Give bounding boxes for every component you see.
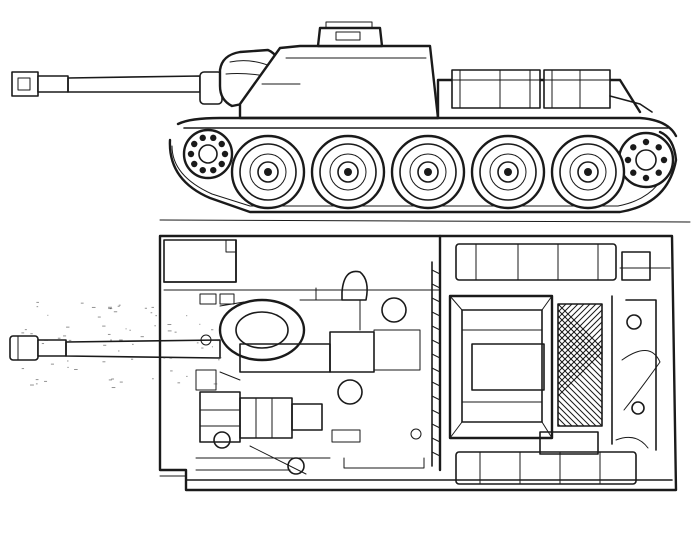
wheel-stud [187,150,195,158]
front-fittings [195,293,235,391]
fuel-tank-lower [455,451,637,485]
radiator [557,303,603,427]
wheel-stud [221,150,229,158]
wheel-stud [660,156,668,164]
road-wheels [230,134,626,210]
fuel-filler [381,297,407,323]
view-divider [159,219,691,223]
side-elevation-view [11,21,678,214]
idler-wheel [617,131,675,189]
gun-barrel-side [11,71,223,105]
front-fender-box [163,239,237,283]
wheel-stud [655,169,662,176]
wheel-stud [210,134,217,142]
print-noise [21,301,222,389]
wheel-stud [630,144,637,151]
wheel-stud [218,160,225,168]
road-wheel [310,134,386,210]
ammo-drum [337,379,363,405]
wheel-stud [210,166,217,174]
wheel-stud [191,160,198,168]
wheel-stud [218,140,225,148]
commander-cupola-side [316,26,384,48]
road-wheel [550,134,626,210]
gun-barrel-plan [9,335,221,361]
gunner-seat [341,270,368,301]
wheel-stud [199,134,206,142]
gun-breech-plan [218,287,421,381]
engine-block [448,294,554,440]
wheel-stud [624,156,632,164]
track-side [168,130,678,214]
road-wheel [470,134,546,210]
stowage-box [543,69,611,109]
stowage-box [451,69,541,109]
top-section-plan-view [9,234,678,492]
wheel-stud [642,138,650,146]
drive-sprocket [182,128,234,180]
hull-side [176,116,678,138]
wheel-stud [630,169,637,176]
track-edge-top [159,267,671,477]
wheel-stud [655,144,662,151]
road-wheel [230,134,306,210]
wheel-stud [191,140,198,148]
wheel-stud [199,166,206,174]
road-wheel [390,134,466,210]
wheel-stud [642,174,650,182]
fuel-tank-upper [455,243,617,281]
driver-controls [195,391,425,475]
transmission-linkage [539,295,661,455]
